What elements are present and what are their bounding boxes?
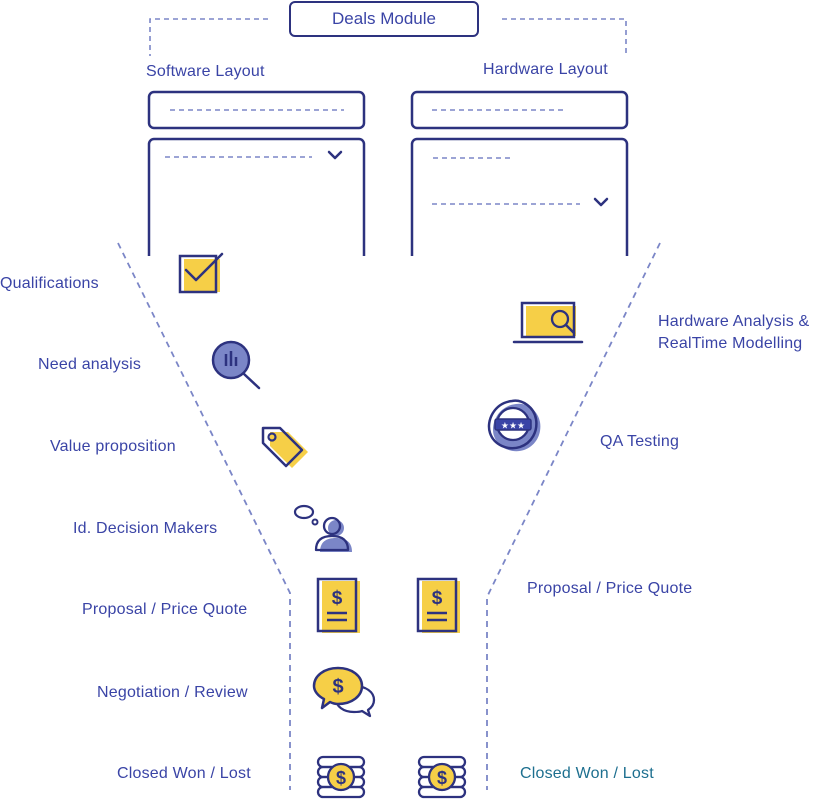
deals-module-title: Deals Module — [289, 1, 479, 37]
price-tag-icon — [261, 426, 308, 468]
svg-text:$: $ — [332, 588, 343, 609]
connector-right — [502, 18, 627, 56]
magnifier-chart-icon — [211, 340, 261, 390]
stage-qualifications-label: Qualifications — [0, 275, 99, 292]
hw-stage-analysis-label-line2: RealTime Modelling — [658, 335, 803, 352]
checkbox-icon — [178, 252, 224, 294]
hw-stage-analysis-label-line1: Hardware Analysis & — [658, 313, 810, 330]
stage-proposal-label: Proposal / Price Quote — [82, 601, 248, 618]
hw-stage-proposal-label: Proposal / Price Quote — [527, 580, 693, 597]
software-field-box — [147, 90, 366, 130]
stage-value-proposition-label: Value proposition — [50, 438, 176, 455]
chevron-down-icon — [593, 197, 609, 207]
coin-stack-icon: $ — [316, 755, 366, 799]
hw-stage-closed-label: Closed Won / Lost — [520, 765, 654, 782]
coin-stack-icon: $ — [417, 755, 467, 799]
quote-document-icon: $ — [416, 577, 460, 633]
svg-text:$: $ — [336, 768, 346, 788]
stage-need-analysis-label: Need analysis — [38, 356, 142, 373]
chevron-down-icon — [327, 150, 343, 160]
funnel-right-edge — [486, 242, 661, 790]
svg-text:★★★: ★★★ — [501, 422, 525, 432]
hardware-panel — [410, 137, 629, 256]
laptop-search-icon — [512, 301, 584, 344]
chat-dollar-icon: $ — [312, 666, 376, 718]
quality-badge-icon: ★★★ — [487, 399, 541, 452]
svg-text:$: $ — [432, 588, 443, 609]
quote-document-icon: $ — [316, 577, 360, 633]
hw-stage-qa-label: QA Testing — [600, 433, 680, 450]
connector-left — [149, 18, 268, 56]
software-layout-label: Software Layout — [146, 63, 265, 80]
svg-text:$: $ — [437, 768, 447, 788]
hardware-layout-label: Hardware Layout — [483, 61, 608, 78]
stage-closed-label: Closed Won / Lost — [117, 765, 251, 782]
stage-decision-makers-label: Id. Decision Makers — [73, 520, 218, 537]
person-thought-icon — [293, 504, 352, 552]
software-panel — [147, 137, 366, 256]
funnel-left-edge — [117, 242, 291, 790]
svg-text:$: $ — [332, 676, 343, 698]
hardware-field-box — [410, 90, 629, 130]
stage-negotiation-label: Negotiation / Review — [97, 684, 248, 701]
